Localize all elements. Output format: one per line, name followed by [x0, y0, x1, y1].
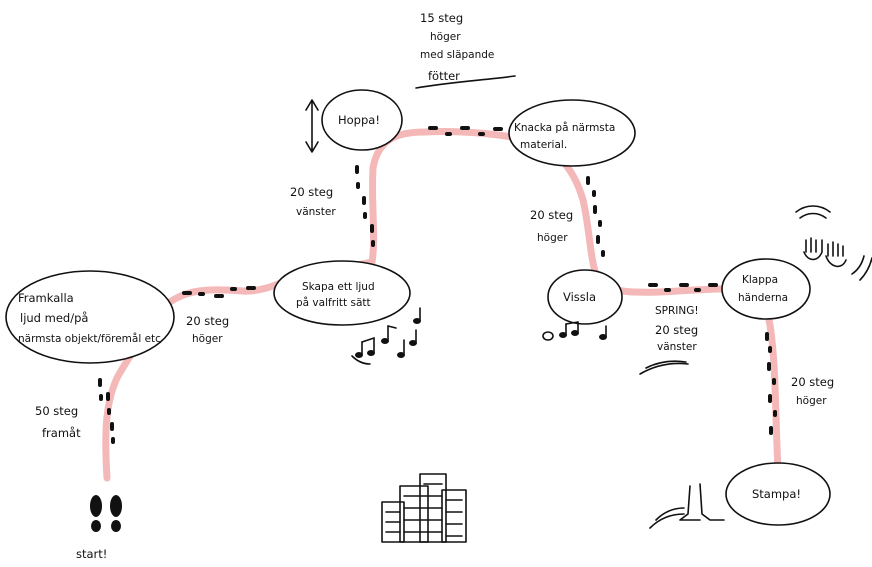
- station-klappa: Klappa händerna: [721, 258, 811, 320]
- note-20c-line-1: 20 steg: [530, 208, 573, 222]
- station-knacka-line-1: Knacka på närmsta: [514, 121, 615, 134]
- note-spring-line-2: 20 steg: [655, 323, 698, 337]
- note-15-line-1: 15 steg: [420, 11, 463, 25]
- station-hoppa: Hoppa!: [321, 89, 403, 151]
- stomping-feet-icon: [649, 483, 725, 529]
- buildings-icon: [381, 473, 467, 543]
- station-hoppa-line-1: Hoppa!: [338, 113, 380, 127]
- note-20a-line-2: höger: [192, 333, 223, 345]
- station-knacka: Knacka på närmsta material.: [508, 99, 636, 167]
- note-20b-line-2: vänster: [296, 206, 336, 218]
- note-spring-line-3: vänster: [657, 341, 697, 353]
- station-skapa: Skapa ett ljud på valfritt sätt: [273, 260, 411, 326]
- speed-lines-icon: [639, 360, 689, 375]
- note-50-steps: 50 steg framåt: [35, 404, 81, 440]
- station-trumma-line-1: Framkalla: [18, 291, 74, 305]
- footprints-top: [428, 126, 503, 136]
- footprints-right-down: [586, 176, 605, 257]
- note-15-line-3: med släpande: [420, 49, 494, 61]
- note-20d-line-1: 20 steg: [791, 375, 834, 389]
- note-50-line-2: framåt: [42, 426, 81, 440]
- station-klappa-line-2: händerna: [738, 292, 788, 304]
- station-trumma-line-3: närmsta objekt/föremål etc: [18, 332, 161, 345]
- start-label: start!: [76, 547, 107, 561]
- note-spring-line-1: SPRING!: [655, 305, 699, 317]
- note-15-line-4: fötter: [428, 69, 460, 83]
- note-20-left: 20 steg vänster: [290, 185, 336, 218]
- station-skapa-line-1: Skapa ett ljud: [302, 281, 375, 293]
- station-stampa: Stampa!: [725, 462, 831, 526]
- note-15-line-2: höger: [430, 31, 461, 43]
- note-50-line-1: 50 steg: [35, 404, 78, 418]
- footprints-start-up: [98, 378, 115, 444]
- music-notes-icon: [351, 307, 421, 365]
- note-20c-line-2: höger: [537, 232, 568, 244]
- station-skapa-line-2: på valfritt sätt: [296, 296, 371, 309]
- note-15-steps: 15 steg höger med släpande fötter: [415, 11, 516, 89]
- clapping-hands-icon: [795, 205, 872, 281]
- note-spring: SPRING! 20 steg vänster: [655, 305, 699, 353]
- note-20a-line-1: 20 steg: [186, 314, 229, 328]
- station-knacka-line-2: material.: [520, 139, 567, 151]
- note-20-right-3: 20 steg höger: [791, 375, 834, 407]
- note-20-right-2: 20 steg höger: [530, 208, 573, 244]
- drag-feet-line: [415, 75, 516, 89]
- footprints-left-up: [355, 165, 375, 247]
- shoeprints-icon: [90, 495, 122, 532]
- whistle-notes-icon: [542, 321, 607, 341]
- station-vissla: Vissla: [547, 269, 623, 325]
- station-klappa-line-1: Klappa: [742, 274, 778, 286]
- station-trumma: Framkalla ljud med/på närmsta objekt/för…: [5, 270, 175, 364]
- station-vissla-line-1: Vissla: [563, 290, 596, 304]
- footprints-right-1: [182, 286, 256, 298]
- note-20d-line-2: höger: [796, 395, 827, 407]
- footprints-run: [648, 283, 718, 292]
- up-down-arrow-icon: [305, 99, 319, 153]
- station-stampa-line-1: Stampa!: [752, 487, 801, 501]
- station-trumma-line-2: ljud med/på: [20, 311, 88, 325]
- note-20-right-1: 20 steg höger: [186, 314, 229, 345]
- footprints-final-down: [765, 332, 777, 435]
- note-20b-line-1: 20 steg: [290, 185, 333, 199]
